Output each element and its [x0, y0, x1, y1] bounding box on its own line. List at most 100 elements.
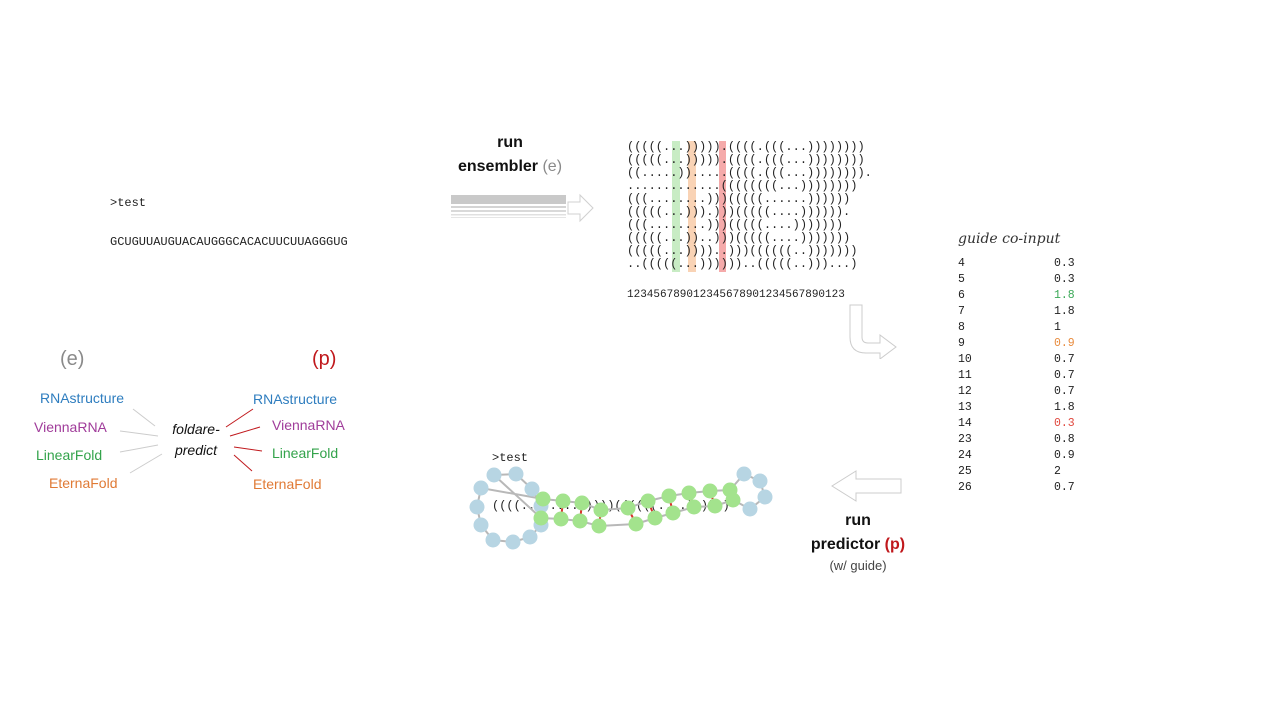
- unpaired-nucleotide: [736, 466, 752, 482]
- guide-position: 26: [958, 481, 972, 494]
- guide-value: 0.7: [1054, 481, 1075, 494]
- guide-value: 0.8: [1054, 433, 1075, 446]
- left-tool-linearfold: LinearFold: [36, 447, 102, 463]
- paired-nucleotide: [593, 502, 609, 518]
- guide-position: 13: [958, 401, 972, 414]
- right-tool-name: LinearFold: [272, 445, 339, 461]
- input-sequence-block: >test GCUGUUAUGUACAUGGGCACACUUCUUAGGGUG: [110, 171, 348, 262]
- left-tool-name: LinearFold: [36, 447, 103, 463]
- rna-structure-diagram: [469, 466, 773, 550]
- left-tool-name: RNAstructure: [40, 390, 125, 406]
- highlight-column-orange: [688, 141, 696, 272]
- guide-value: 1.8: [1054, 305, 1075, 318]
- paired-nucleotide: [725, 492, 741, 508]
- guide-position: 4: [958, 257, 965, 270]
- paired-nucleotide: [555, 493, 571, 509]
- run-ensembler-label: run ensembler (e): [442, 134, 578, 176]
- guide-value: 0.7: [1054, 385, 1075, 398]
- paired-nucleotide: [647, 510, 663, 526]
- predictor-name: predictor: [810, 536, 881, 553]
- left-tool-name: ViennaRNA: [34, 419, 107, 435]
- ensemble-structure-row: (((........)))(((((......)))))): [627, 192, 858, 206]
- paired-nucleotide: [640, 493, 656, 509]
- guide-value: 2: [1054, 465, 1061, 478]
- tool-connector-lines: [119, 408, 263, 474]
- guide-position: 5: [958, 273, 965, 286]
- predictor-note: (w/ guide): [829, 558, 887, 573]
- unpaired-nucleotide: [757, 489, 773, 505]
- tools-p-tag: (p): [312, 348, 337, 370]
- run-ensembler-run-word: run: [497, 134, 523, 151]
- ensemble-panel: (((((...))))).((((.(((...)))))))) (((((.…: [627, 141, 872, 302]
- unpaired-nucleotide: [485, 532, 501, 548]
- guide-position: 10: [958, 353, 972, 366]
- guide-value: 1.8: [1054, 401, 1075, 414]
- unpaired-nucleotide: [524, 481, 540, 497]
- left-tool-name: EternaFold: [49, 475, 118, 491]
- bent-arrow: [849, 304, 897, 359]
- tools-e-tag: (e): [60, 348, 85, 370]
- ensemble-structure-row: (((........)))(((((....))))))): [627, 218, 851, 232]
- paired-nucleotide: [553, 511, 569, 527]
- unpaired-nucleotide: [752, 473, 768, 489]
- paired-nucleotide: [535, 491, 551, 507]
- left-tool-viennarna: ViennaRNA: [34, 419, 107, 435]
- ensemble-structure-row: (((((...))..)))(((((....))))))): [627, 231, 851, 245]
- paired-nucleotide: [707, 498, 723, 514]
- right-tool-name: RNAstructure: [253, 391, 338, 407]
- ensembler-tag: (e): [542, 158, 563, 175]
- right-tool-rnastructure: RNAstructure: [253, 391, 337, 407]
- guide-position: 6: [958, 289, 965, 302]
- foldare-predict-label: foldare- predict: [164, 421, 228, 458]
- paired-nucleotide: [628, 516, 644, 532]
- left-tool-eternafold: EternaFold: [49, 475, 117, 491]
- paired-nucleotide: [702, 483, 718, 499]
- output-header: >test: [492, 451, 529, 465]
- guide-position: 12: [958, 385, 972, 398]
- guide-position: 8: [958, 321, 965, 334]
- paired-nucleotide: [572, 513, 588, 529]
- right-tool-eternafold: EternaFold: [253, 476, 321, 492]
- guide-title: guide co-input: [958, 231, 1061, 247]
- ensemble-structure-row: ((.....)).....((((.(((...)))))))).: [627, 166, 872, 180]
- ensemble-structure-row: (((((...))))..)))((((((..))))))): [627, 244, 858, 258]
- ensemble-index-line: 123456789012345678901234567890123: [627, 289, 845, 301]
- ensemble-structure-row: (((((...))))).((((.(((...)))))))): [627, 140, 865, 154]
- paired-nucleotide: [533, 510, 549, 526]
- guide-value: 0.7: [1054, 353, 1075, 366]
- foldare-predict-line2: predict: [174, 442, 218, 458]
- right-tool-name: EternaFold: [253, 476, 322, 492]
- run-predictor-label: run predictor (p) (w/ guide): [794, 512, 922, 573]
- foldare-predict-line1: foldare-: [172, 421, 220, 437]
- guide-position: 11: [958, 369, 972, 382]
- unpaired-nucleotide: [742, 501, 758, 517]
- guide-value: 1: [1054, 321, 1061, 334]
- guide-position: 7: [958, 305, 965, 318]
- guide-value: 0.7: [1054, 369, 1075, 382]
- right-tool-viennarna: ViennaRNA: [272, 417, 345, 433]
- guide-position: 14: [958, 417, 972, 430]
- unpaired-nucleotide: [473, 480, 489, 496]
- guide-value: 0.3: [1054, 257, 1075, 270]
- paired-nucleotide: [661, 488, 677, 504]
- guide-value: 1.8: [1054, 289, 1075, 302]
- input-sequence: GCUGUUAUGUACAUGGGCACACUUCUUAGGGUG: [110, 235, 348, 249]
- paired-nucleotide: [686, 499, 702, 515]
- predictor-tag: (p): [884, 536, 906, 553]
- unpaired-nucleotide: [522, 529, 538, 545]
- ensemble-structure-row: .............((((((((...)))))))): [627, 179, 858, 193]
- guide-position: 24: [958, 449, 972, 462]
